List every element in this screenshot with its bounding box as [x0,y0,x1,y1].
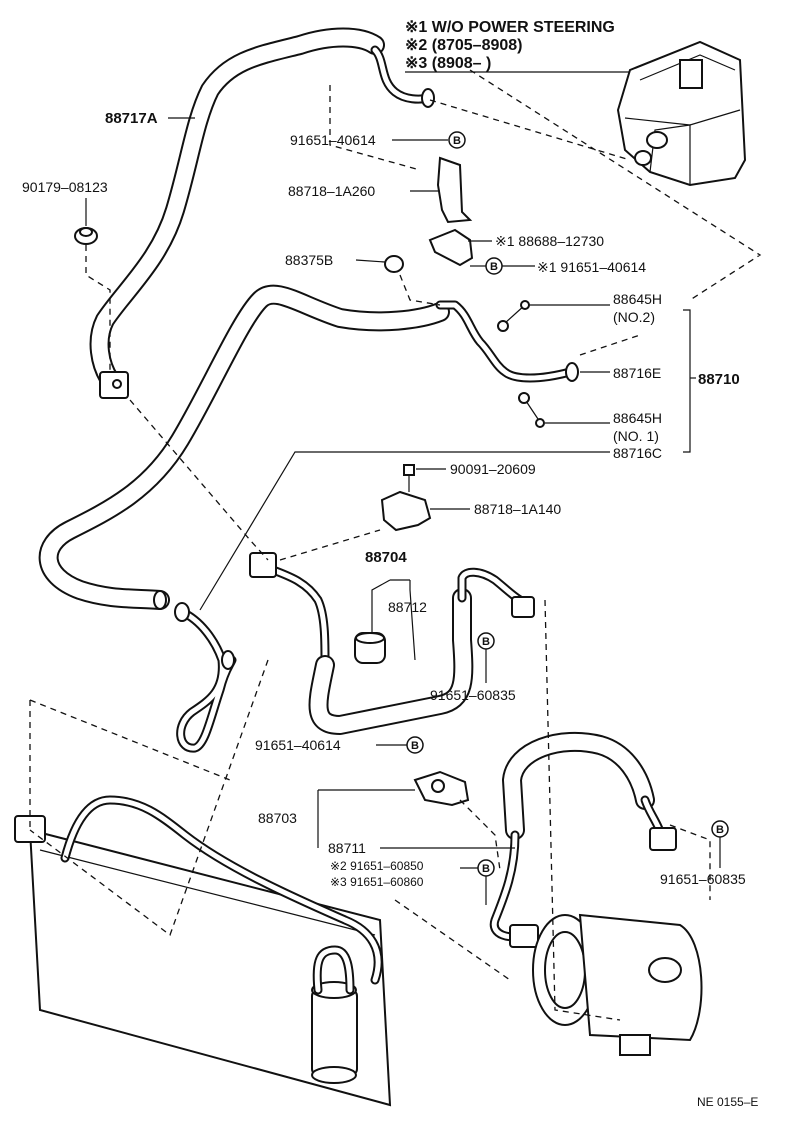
label-91651-40614-top: 91651–40614 [290,132,376,148]
label-88704: 88704 [365,549,407,566]
sensor-88645H-no1 [518,392,545,428]
group-bracket-88710 [683,309,691,453]
clamp-88718-1A140 [380,490,432,532]
dash-ref-10 [29,659,269,937]
hose-88716C [38,284,579,753]
label-91651-60850: ※2 91651–60850 [330,859,424,873]
dash-ref-4 [85,245,111,370]
dash-ref-2 [429,99,631,161]
label-88645H-no1-sub: (NO. 1) [613,428,659,444]
label-88645H-no2: 88645H [613,291,662,307]
note-3: ※3 (8908– ) [405,55,491,72]
reservoir-tank-illustration [616,40,747,187]
label-88718-1A140: 88718–1A140 [474,501,561,517]
dash-ref-5 [399,274,441,306]
badge-b-4: B [406,736,424,754]
grommet-88375B [384,255,404,273]
clamp-88703 [413,770,470,807]
dash-ref-1 [329,85,421,171]
badge-b-5: B [477,859,495,877]
note-1: ※1 W/O POWER STEERING [405,19,615,36]
compressor-illustration [532,913,703,1056]
label-88710: 88710 [698,371,740,388]
dash-ref-3 [469,69,762,301]
hose-88717A [89,27,435,399]
bracket-88688 [428,228,474,267]
badge-b-2: B [485,257,503,275]
label-88645H-no1: 88645H [613,410,662,426]
nut-90179 [74,227,98,245]
svg-text:B: B [411,740,419,752]
badge-b-3: B [477,632,495,650]
label-88711: 88711 [328,840,366,856]
label-88712: 88712 [388,599,427,615]
label-91651-40614-s1: ※1 91651–40614 [537,259,646,275]
condenser-illustration [14,795,392,1107]
label-91651-60860: ※3 91651–60860 [330,875,424,889]
dash-ref-6 [129,399,269,561]
svg-text:B: B [482,863,490,875]
figure-code: NE 0155–E [697,1095,758,1109]
note-2: ※2 (8705–8908) [405,37,523,54]
label-90091-20609: 90091–20609 [450,461,536,477]
sensor-88645H-no2 [497,300,530,332]
leader-88716C [199,451,610,611]
label-90179-08123: 90179–08123 [22,179,108,195]
label-88718-1A260: 88718–1A260 [288,183,375,199]
dash-ref-14 [459,799,501,871]
dash-ref-13 [394,899,511,981]
label-88716C: 88716C [613,445,662,461]
label-91651-40614-low: 91651–40614 [255,737,341,753]
label-88688-12730: ※1 88688–12730 [495,233,604,249]
hose-88704 [249,552,535,735]
label-88703: 88703 [258,810,297,826]
dash-ref-8 [579,334,641,356]
label-88645H-no2-sub: (NO.2) [613,309,655,325]
badge-b-1: B [448,131,466,149]
clamp-88718-1A260 [436,156,473,224]
hose-88711 [489,731,677,948]
label-88375B: 88375B [285,252,333,268]
label-88717A: 88717A [105,110,158,127]
leader-88712 [371,579,416,661]
svg-text:B: B [453,135,461,147]
svg-text:B: B [490,261,498,273]
grommet-88712 [354,632,386,664]
label-91651-60835-mid: 91651–60835 [430,687,516,703]
label-88716E: 88716E [613,365,661,381]
label-91651-60835-right: 91651–60835 [660,871,746,887]
svg-text:B: B [716,824,724,836]
leader-88703 [317,789,415,848]
badge-b-6: B [711,820,729,838]
bolt-90091 [403,464,415,492]
dash-ref-9 [544,599,621,1021]
svg-text:B: B [482,636,490,648]
leader-88375B [355,259,386,263]
dash-ref-12 [29,699,231,781]
dash-ref-15 [669,824,711,900]
